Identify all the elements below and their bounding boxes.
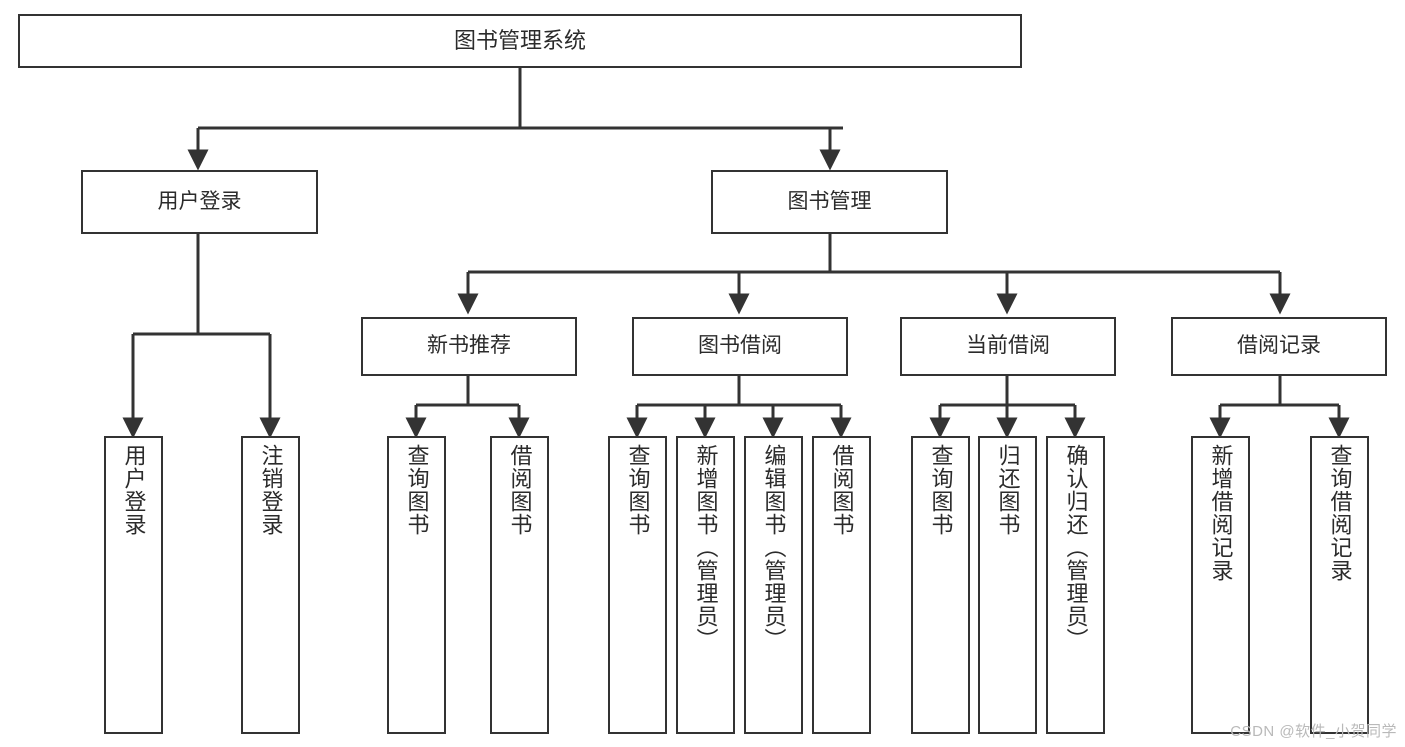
node-leaf-borrow-book-2-label: 借阅图书 bbox=[829, 444, 855, 536]
node-leaf-user-login-label: 用户登录 bbox=[121, 444, 147, 536]
node-new-book-recommend-label: 新书推荐 bbox=[427, 334, 511, 358]
node-leaf-query-book-1-label: 查询图书 bbox=[404, 444, 430, 536]
node-leaf-borrow-book-2[interactable]: 借阅图书 bbox=[812, 436, 871, 734]
node-new-book-recommend[interactable]: 新书推荐 bbox=[361, 317, 577, 376]
node-borrow-record-label: 借阅记录 bbox=[1237, 334, 1321, 358]
node-leaf-query-book-2[interactable]: 查询图书 bbox=[608, 436, 667, 734]
node-current-borrow[interactable]: 当前借阅 bbox=[900, 317, 1116, 376]
node-leaf-query-record[interactable]: 查询借阅记录 bbox=[1310, 436, 1369, 734]
node-leaf-add-book[interactable]: 新增图书（管理员） bbox=[676, 436, 735, 734]
node-book-manage[interactable]: 图书管理 bbox=[711, 170, 948, 234]
node-leaf-logout-login[interactable]: 注销登录 bbox=[241, 436, 300, 734]
node-leaf-logout-login-label: 注销登录 bbox=[258, 444, 284, 536]
node-leaf-add-record-label: 新增借阅记录 bbox=[1208, 444, 1234, 582]
node-leaf-borrow-book-1-label: 借阅图书 bbox=[507, 444, 533, 536]
node-leaf-return-book-label: 归还图书 bbox=[995, 444, 1021, 536]
node-borrow-record[interactable]: 借阅记录 bbox=[1171, 317, 1387, 376]
node-book-borrow-label: 图书借阅 bbox=[698, 334, 782, 358]
node-leaf-borrow-book-1[interactable]: 借阅图书 bbox=[490, 436, 549, 734]
node-leaf-edit-book[interactable]: 编辑图书（管理员） bbox=[744, 436, 803, 734]
node-current-borrow-label: 当前借阅 bbox=[966, 334, 1050, 358]
node-user-login-label: 用户登录 bbox=[157, 189, 242, 213]
node-leaf-query-book-3-label: 查询图书 bbox=[928, 444, 954, 536]
node-leaf-query-record-label: 查询借阅记录 bbox=[1327, 444, 1353, 582]
node-leaf-return-book[interactable]: 归还图书 bbox=[978, 436, 1037, 734]
node-book-manage-label: 图书管理 bbox=[787, 189, 872, 213]
node-root-label: 图书管理系统 bbox=[453, 28, 586, 54]
node-leaf-query-book-1[interactable]: 查询图书 bbox=[387, 436, 446, 734]
node-leaf-edit-book-label: 编辑图书（管理员） bbox=[761, 444, 787, 651]
node-user-login[interactable]: 用户登录 bbox=[81, 170, 318, 234]
node-leaf-user-login[interactable]: 用户登录 bbox=[104, 436, 163, 734]
node-root[interactable]: 图书管理系统 bbox=[18, 14, 1022, 68]
node-leaf-add-book-label: 新增图书（管理员） bbox=[693, 444, 719, 651]
node-leaf-add-record[interactable]: 新增借阅记录 bbox=[1191, 436, 1250, 734]
node-leaf-query-book-2-label: 查询图书 bbox=[625, 444, 651, 536]
node-leaf-query-book-3[interactable]: 查询图书 bbox=[911, 436, 970, 734]
node-book-borrow[interactable]: 图书借阅 bbox=[632, 317, 848, 376]
node-leaf-confirm-return[interactable]: 确认归还（管理员） bbox=[1046, 436, 1105, 734]
node-leaf-confirm-return-label: 确认归还（管理员） bbox=[1063, 444, 1089, 651]
